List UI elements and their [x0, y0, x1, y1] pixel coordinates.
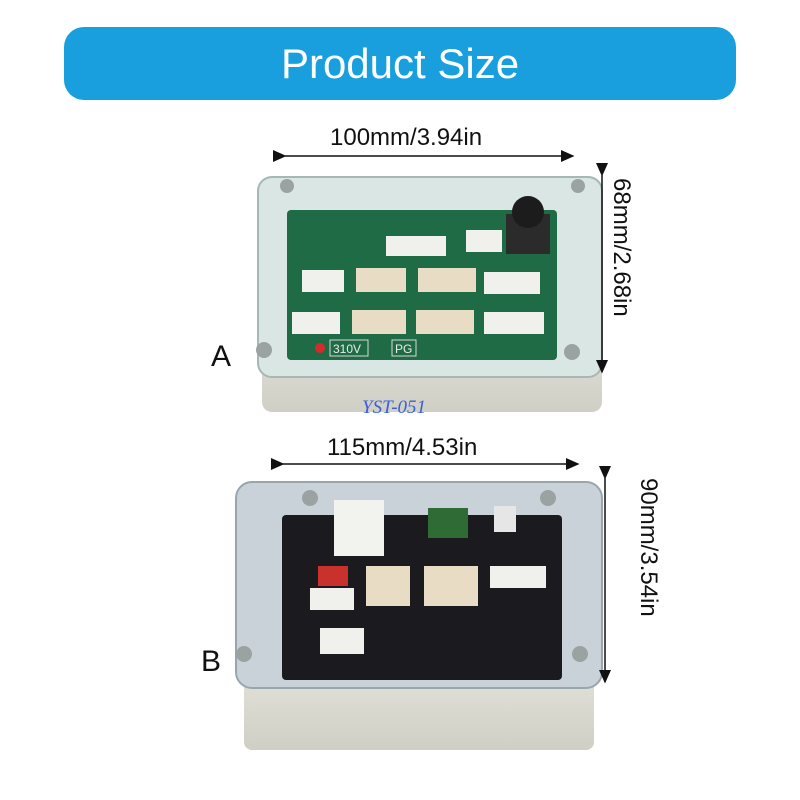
width-label-a: 100mm/3.94in	[330, 124, 483, 151]
title-banner: Product Size	[64, 27, 736, 100]
product-a-photo: 310V PG	[256, 176, 603, 412]
width-label-b: 115mm/4.53in	[327, 434, 478, 461]
voltage-mark: 310V	[333, 342, 361, 356]
pg-mark: PG	[395, 342, 412, 356]
page-title: Product Size	[280, 39, 520, 87]
watermark: YST-051	[362, 397, 427, 418]
height-label-a: 68mm/2.68in	[608, 178, 635, 317]
product-label-a: A	[211, 340, 232, 373]
height-label-b: 90mm/3.54in	[635, 478, 662, 617]
product-label-b: B	[201, 645, 222, 678]
product-b-photo	[235, 481, 603, 750]
